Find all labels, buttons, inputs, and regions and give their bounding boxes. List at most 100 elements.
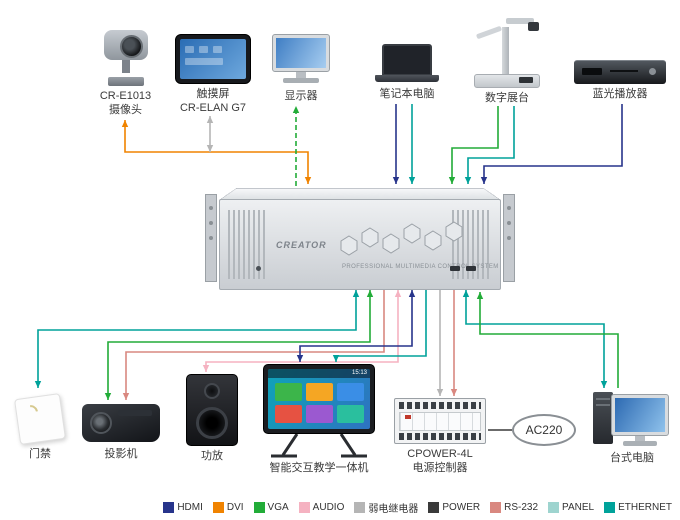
legend-item: 弱电继电器 — [354, 500, 418, 515]
monitor-screen — [276, 38, 326, 68]
legend-swatch — [298, 502, 310, 513]
bluray-display — [582, 68, 602, 75]
app-tile-icon — [306, 383, 333, 401]
wire-arrowhead — [332, 355, 340, 362]
legend-label: RS-232 — [504, 502, 539, 513]
bluray-label: 蓝光播放器 — [592, 88, 648, 100]
access-graphic — [12, 390, 68, 445]
wire-arrowhead — [476, 292, 484, 299]
visualizer-base — [474, 74, 540, 88]
touchscreen-screen — [180, 39, 246, 79]
unit-subtitle: PROFESSIONAL MULTIMEDIA CONTROL SYSTEM — [342, 264, 499, 270]
board-bezel: 15:13 — [263, 364, 375, 434]
screw-hole — [507, 206, 511, 210]
legend-label: ETHERNET — [618, 502, 672, 513]
wire-VGA — [479, 292, 619, 388]
wire-arrowhead — [296, 355, 304, 362]
camera-head — [103, 30, 148, 60]
projector-body — [82, 404, 160, 442]
device-desktop: 台式电脑 — [592, 390, 672, 466]
device-bluray: 蓝光播放器 — [572, 60, 668, 102]
wire-arrowhead — [202, 365, 210, 372]
device-amplifier: 功放 — [182, 374, 242, 464]
wire-DVI — [124, 120, 309, 184]
wire-arrowhead — [104, 393, 112, 400]
camera-base — [107, 77, 144, 86]
wire-arrowhead — [366, 290, 374, 297]
wire-arrowhead — [462, 290, 470, 297]
tower-drive-slot — [596, 398, 610, 400]
power-led-icon — [256, 266, 261, 271]
wire-arrowhead — [448, 177, 456, 184]
ui-tile-icon — [213, 46, 222, 53]
device-visualizer: 数字展台 — [470, 12, 544, 106]
touchscreen-graphic — [175, 34, 251, 84]
desktop-monitor-base — [623, 441, 657, 446]
amplifier-graphic — [186, 374, 238, 446]
wire-arrowhead — [206, 116, 214, 123]
legend-label: POWER — [442, 502, 481, 513]
legend-swatch — [354, 502, 366, 513]
wire-arrowhead — [34, 381, 42, 388]
projector-top-vent — [118, 410, 152, 416]
app-tile-icon — [337, 383, 364, 401]
power-controller-graphic — [394, 398, 486, 444]
wire-HDMI — [299, 290, 413, 362]
camera-graphic — [94, 26, 158, 86]
wire-arrowhead — [122, 393, 130, 400]
device-access-control: 门禁 — [10, 390, 70, 462]
wire-VGA — [107, 290, 371, 400]
legend-item: PANEL — [548, 502, 594, 513]
wire-arrowhead — [408, 177, 416, 184]
legend-label: PANEL — [562, 502, 595, 513]
camera-label: CR-E1013 摄像头 — [99, 90, 152, 116]
wire-arrowhead — [480, 177, 488, 184]
ac220-oval: AC220 — [512, 414, 576, 446]
board-screen: 15:13 — [268, 369, 370, 429]
amplifier-label: 功放 — [201, 450, 223, 462]
wire-ETHERNET — [467, 106, 515, 184]
legend-item: HDMI — [163, 502, 203, 513]
wire-arrowhead — [394, 290, 402, 297]
terminal-row-top — [399, 402, 481, 409]
monitor-base — [283, 78, 319, 83]
device-touchscreen: 触摸屏 CR-ELAN G7 — [168, 34, 258, 116]
status-led-icon — [405, 415, 411, 419]
bluray-graphic — [574, 60, 666, 84]
signal-icon — [21, 402, 41, 422]
usb-port-icon — [466, 266, 476, 271]
wire-arrowhead — [600, 381, 608, 388]
node-ac220: AC220 — [512, 414, 576, 446]
ui-tile-icon — [185, 58, 223, 65]
camera-lens-icon — [119, 35, 143, 58]
laptop-label: 笔记本电脑 — [379, 88, 435, 100]
visualizer-lamp-arm — [475, 25, 503, 40]
app-tile-icon — [306, 405, 333, 423]
din-modules — [399, 412, 481, 431]
wire-arrowhead — [408, 290, 416, 297]
visualizer-label: 数字展台 — [485, 92, 529, 104]
wire-arrowhead — [206, 145, 214, 152]
central-control-unit: CREATOR PROFESSIONAL MULTIMEDIA CONTROL … — [205, 184, 515, 290]
brand-logo: CREATOR — [276, 240, 327, 250]
desktop-label: 台式电脑 — [610, 452, 654, 464]
legend-swatch — [253, 502, 265, 513]
woofer-icon — [196, 407, 228, 439]
vent-grille-left — [228, 210, 268, 279]
wire-VGA — [451, 106, 499, 184]
legend-item: RS-232 — [490, 502, 538, 513]
bluray-disc-slot — [610, 70, 638, 72]
monitor-neck — [296, 72, 306, 78]
wire-arrowhead — [436, 389, 444, 396]
usb-port-icon — [450, 266, 460, 271]
visualizer-arm — [506, 18, 534, 24]
laptop-keyboard — [375, 75, 439, 82]
ui-tile-icon — [199, 46, 208, 53]
monitor-bezel — [272, 34, 330, 72]
legend-item: POWER — [428, 502, 480, 513]
wire-arrowhead — [392, 177, 400, 184]
wire-arrowhead — [450, 389, 458, 396]
legend-swatch — [428, 502, 440, 513]
